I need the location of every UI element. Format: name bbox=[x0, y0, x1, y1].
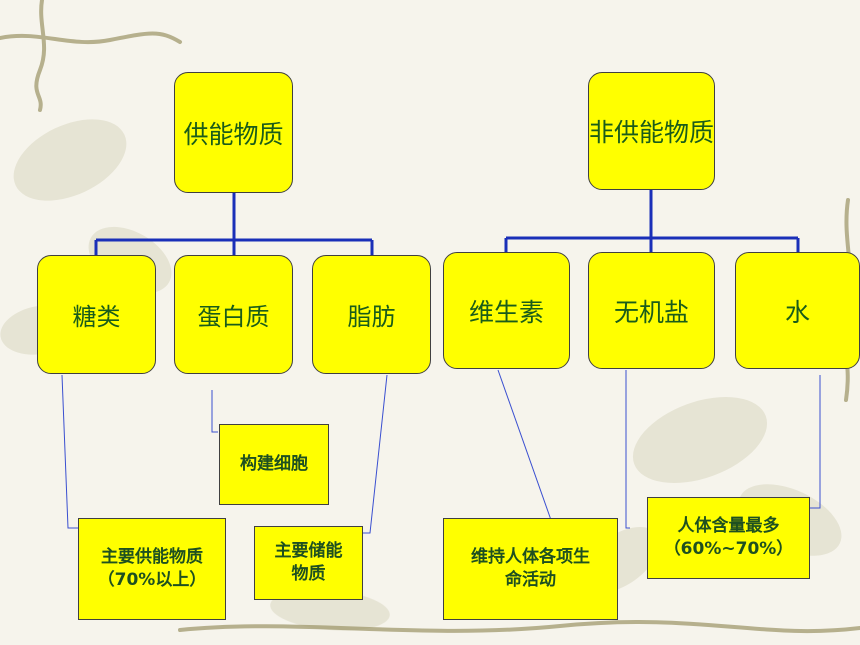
node-fat: 脂肪 bbox=[312, 255, 431, 374]
node-non-energy-substances: 非供能物质 bbox=[588, 72, 715, 190]
tree-lines bbox=[94, 190, 800, 255]
callout-lines bbox=[61, 369, 821, 534]
note-water: 人体含量最多 （60%~70%） bbox=[647, 497, 810, 579]
node-protein: 蛋白质 bbox=[174, 255, 293, 374]
note-protein: 构建细胞 bbox=[219, 424, 329, 505]
node-water: 水 bbox=[735, 252, 860, 369]
note-fat: 主要储能 物质 bbox=[254, 526, 363, 600]
node-minerals: 无机盐 bbox=[588, 252, 715, 369]
node-vitamins: 维生素 bbox=[443, 252, 570, 369]
note-vitamins: 维持人体各项生 命活动 bbox=[443, 518, 618, 620]
node-energy-substances: 供能物质 bbox=[174, 72, 293, 193]
node-carbohydrates: 糖类 bbox=[37, 255, 156, 374]
note-carbohydrates: 主要供能物质 （70%以上） bbox=[78, 518, 226, 620]
